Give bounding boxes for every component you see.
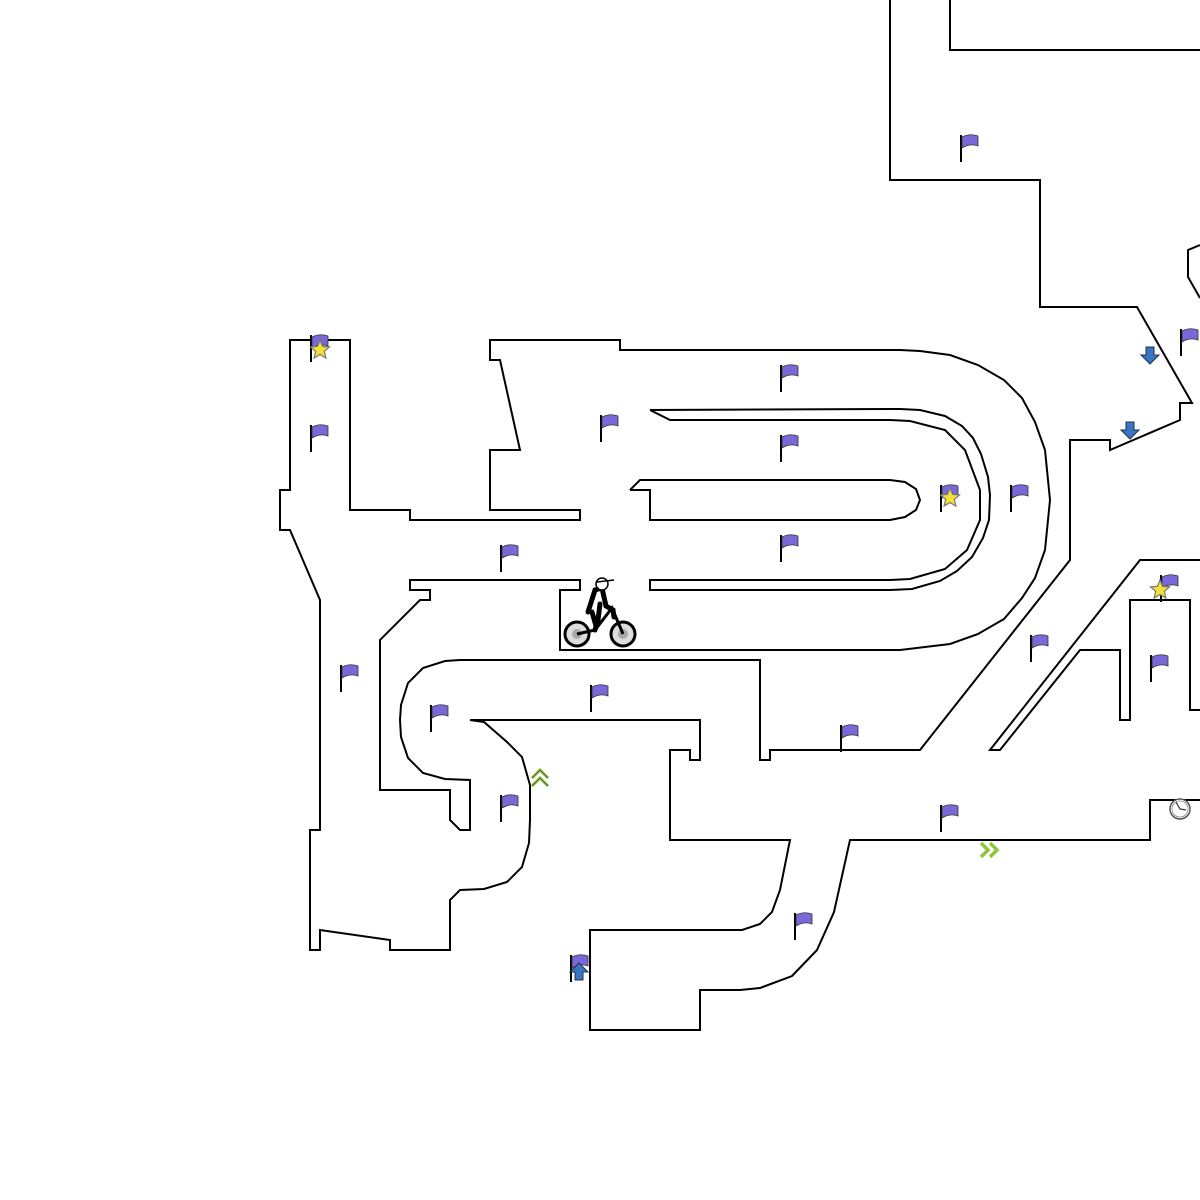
checkpoint-flag-icon (500, 544, 519, 572)
goal-star-icon (1149, 578, 1171, 600)
bmx-rider-icon (563, 577, 637, 648)
track-line (987, 559, 1200, 751)
checkpoint-flag-icon (500, 794, 519, 822)
checkpoint-flag-icon (1010, 484, 1029, 512)
checkpoint-flag-icon (780, 364, 799, 392)
track-line (649, 407, 992, 591)
checkpoint-flag-icon (960, 134, 979, 162)
goal-star-icon (309, 338, 331, 360)
track-line (949, 0, 1200, 51)
checkpoint-flag-icon (570, 954, 589, 982)
checkpoint-flag-icon (840, 724, 859, 752)
checkpoint-flag-icon (1180, 328, 1199, 356)
checkpoint-flag-icon (340, 664, 359, 692)
track-lines (279, 0, 1200, 1031)
checkpoint-flag-icon (940, 804, 959, 832)
checkpoint-flag-icon (1030, 634, 1049, 662)
gravity-arrow-down-icon (1119, 421, 1141, 440)
checkpoint-flag-icon (780, 434, 799, 462)
slow-mo-clock-icon (1169, 798, 1191, 820)
gravity-arrow-down-icon (1139, 346, 1161, 365)
gravity-arrow-up-icon (568, 962, 590, 981)
checkpoint-flag-icon (590, 684, 609, 712)
boost-right-icon (979, 841, 1000, 859)
goal-star-icon (939, 486, 961, 508)
checkpoint-flag-icon (310, 424, 329, 452)
track-line (629, 479, 922, 521)
checkpoint-flag-icon (430, 704, 449, 732)
track-items (309, 134, 1199, 982)
checkpoint-flag-icon (600, 414, 619, 442)
boost-up-icon (530, 767, 550, 788)
track-line (279, 0, 1200, 1031)
checkpoint-flag-icon (794, 912, 813, 940)
track-line (1187, 244, 1200, 299)
checkpoint-flag-icon (780, 534, 799, 562)
checkpoint-flag-icon (1150, 654, 1169, 682)
